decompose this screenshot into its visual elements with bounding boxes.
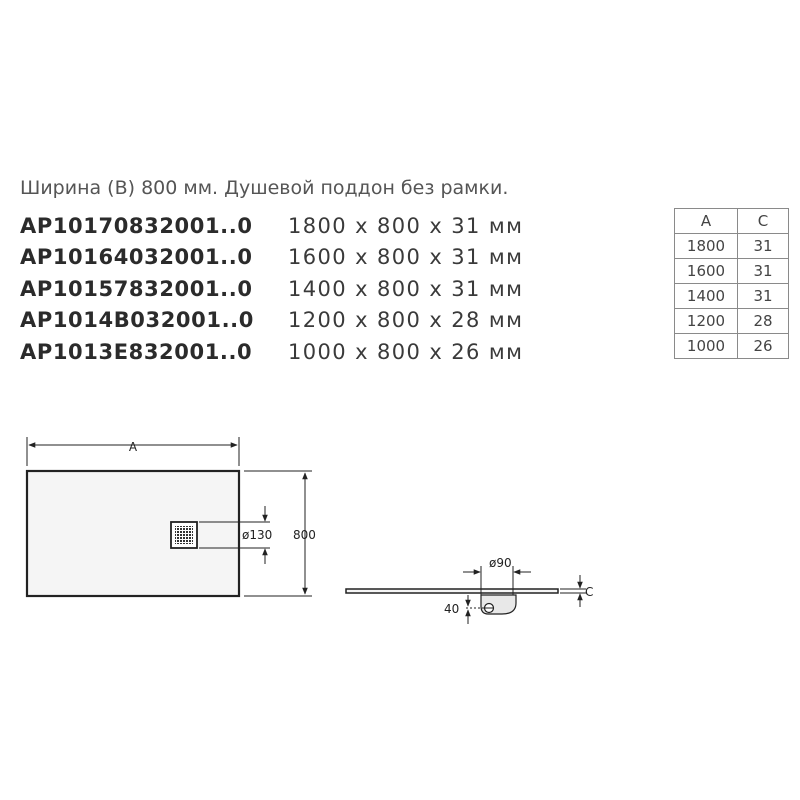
table-row: 1200 28	[674, 308, 789, 334]
drain-grate-icon	[170, 521, 198, 549]
drain-diameter-label: ø130	[242, 528, 272, 542]
outlet-height-label: 40	[444, 602, 459, 616]
dimensions-table: A C 1800 31 1600 31 1400 31 1200 28 1000…	[674, 208, 789, 359]
product-dimensions: 1600 x 800 x 31 мм	[288, 245, 524, 270]
product-dimensions: 1200 x 800 x 28 мм	[288, 308, 524, 333]
table-row: 1000 26	[674, 333, 789, 359]
height-label: 800	[293, 528, 316, 542]
table-cell: 31	[737, 283, 789, 309]
product-dimensions: 1800 x 800 x 31 мм	[288, 213, 524, 238]
product-row: AP10164032001..0 1600 x 800 x 31 мм	[20, 242, 523, 274]
table-row: 1800 31	[674, 233, 789, 259]
product-dimensions: 1400 x 800 x 31 мм	[288, 276, 524, 301]
top-view: A ø130 800	[25, 437, 316, 598]
product-dimensions: 1000 x 800 x 26 мм	[288, 339, 524, 364]
product-code: AP1013E832001..0	[20, 339, 253, 364]
outlet-diameter-label: ø90	[489, 556, 512, 570]
thickness-label: C	[585, 585, 593, 599]
table-cell: 1600	[674, 258, 738, 284]
column-header-c: C	[737, 208, 789, 234]
product-row: AP10170832001..0 1800 x 800 x 31 мм	[20, 210, 523, 242]
table-cell: 1200	[674, 308, 738, 334]
table-row: 1600 31	[674, 258, 789, 284]
table-cell: 1400	[674, 283, 738, 309]
product-row: AP1013E832001..0 1000 x 800 x 26 мм	[20, 336, 523, 368]
product-code: AP10170832001..0	[20, 213, 253, 238]
side-view: ø90 40 C	[345, 556, 593, 624]
heading: Ширина (В) 800 мм. Душевой поддон без ра…	[20, 177, 509, 199]
tray-profile	[345, 588, 559, 594]
table-header-row: A C	[674, 208, 789, 234]
product-row: AP10157832001..0 1400 x 800 x 31 мм	[20, 273, 523, 305]
table-cell: 1000	[674, 333, 738, 359]
drain-outlet-icon	[480, 594, 517, 615]
product-code: AP1014B032001..0	[20, 308, 254, 333]
table-row: 1400 31	[674, 283, 789, 309]
product-code: AP10164032001..0	[20, 245, 253, 270]
table-cell: 1800	[674, 233, 738, 259]
product-code: AP10157832001..0	[20, 276, 253, 301]
width-label: A	[129, 440, 138, 454]
product-list: AP10170832001..0 1800 x 800 x 31 мм AP10…	[20, 210, 523, 368]
tray-outline	[25, 469, 241, 598]
table-cell: 26	[737, 333, 789, 359]
product-row: AP1014B032001..0 1200 x 800 x 28 мм	[20, 305, 523, 337]
